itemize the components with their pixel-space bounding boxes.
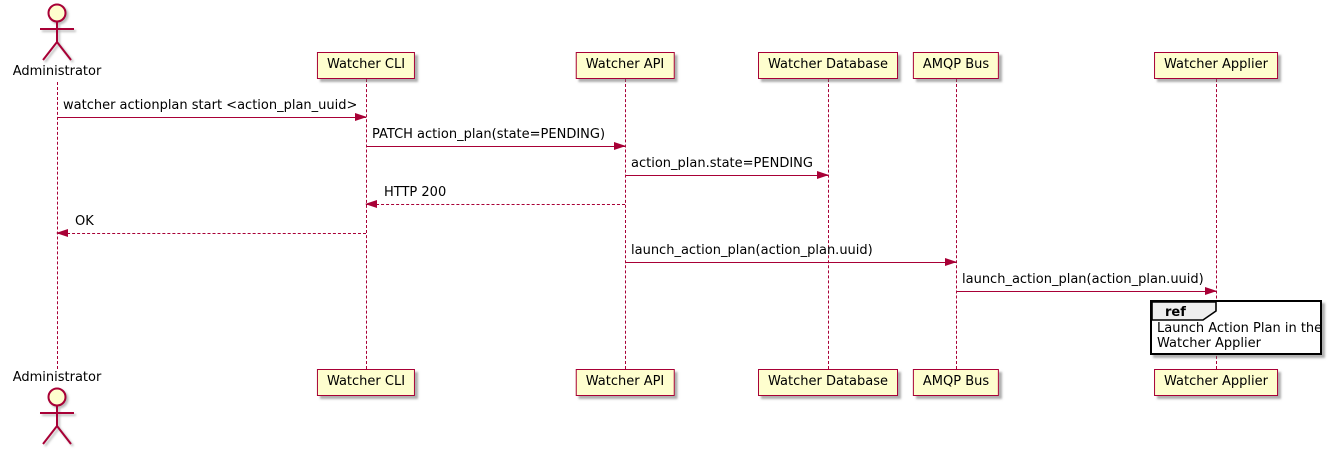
participant-watcher-cli-top: Watcher CLI bbox=[316, 52, 416, 79]
message-label: launch_action_plan(action_plan.uuid) bbox=[631, 243, 873, 258]
lifeline-amqp-bus bbox=[956, 79, 957, 369]
arrowhead-left-icon bbox=[365, 199, 377, 208]
lifeline-watcher-cli bbox=[366, 79, 367, 369]
arrowhead-right-icon bbox=[817, 170, 829, 179]
message-line bbox=[57, 117, 366, 118]
message-label: watcher actionplan start <action_plan_uu… bbox=[63, 98, 358, 113]
participant-watcher-database-top: Watcher Database bbox=[758, 52, 898, 79]
ref-text-line2: Watcher Applier bbox=[1157, 336, 1261, 351]
arrowhead-right-icon bbox=[945, 257, 957, 266]
message-line bbox=[625, 175, 828, 176]
arrowhead-right-icon bbox=[1205, 286, 1217, 295]
message-line bbox=[956, 291, 1216, 292]
lifeline-watcher-applier bbox=[1216, 79, 1217, 369]
participant-amqp-bus-bottom: AMQP Bus bbox=[912, 369, 1000, 396]
ref-keyword-pentagon: ref bbox=[1151, 301, 1217, 321]
message-label: HTTP 200 bbox=[384, 185, 447, 200]
actor-icon bbox=[40, 387, 74, 445]
message-label: PATCH action_plan(state=PENDING) bbox=[372, 127, 606, 142]
arrowhead-left-icon bbox=[56, 228, 68, 237]
participant-watcher-cli-bottom: Watcher CLI bbox=[316, 369, 416, 396]
message-label: action_plan.state=PENDING bbox=[631, 156, 813, 171]
message-label: OK bbox=[75, 214, 94, 229]
actor-label-top: Administrator bbox=[12, 64, 102, 79]
participant-watcher-applier-bottom: Watcher Applier bbox=[1154, 369, 1278, 396]
participant-watcher-applier-top: Watcher Applier bbox=[1154, 52, 1278, 79]
message-label: launch_action_plan(action_plan.uuid) bbox=[962, 272, 1204, 287]
actor-icon bbox=[40, 3, 74, 61]
ref-fragment: ref Launch Action Plan in the Watcher Ap… bbox=[1150, 300, 1322, 355]
message-line bbox=[625, 262, 956, 263]
lifeline-watcher-database bbox=[828, 79, 829, 369]
participant-watcher-api-top: Watcher API bbox=[575, 52, 675, 79]
message-line bbox=[366, 204, 625, 205]
message-line bbox=[57, 233, 366, 234]
ref-text-line1: Launch Action Plan in the bbox=[1157, 321, 1323, 336]
participant-watcher-api-bottom: Watcher API bbox=[575, 369, 675, 396]
message-line bbox=[366, 146, 625, 147]
lifeline-administrator bbox=[57, 82, 58, 369]
participant-amqp-bus-top: AMQP Bus bbox=[912, 52, 1000, 79]
lifeline-watcher-api bbox=[625, 79, 626, 369]
participant-watcher-database-bottom: Watcher Database bbox=[758, 369, 898, 396]
arrowhead-right-icon bbox=[614, 141, 626, 150]
actor-label-bottom: Administrator bbox=[12, 370, 102, 385]
arrowhead-right-icon bbox=[355, 112, 367, 121]
ref-keyword: ref bbox=[1165, 305, 1186, 320]
